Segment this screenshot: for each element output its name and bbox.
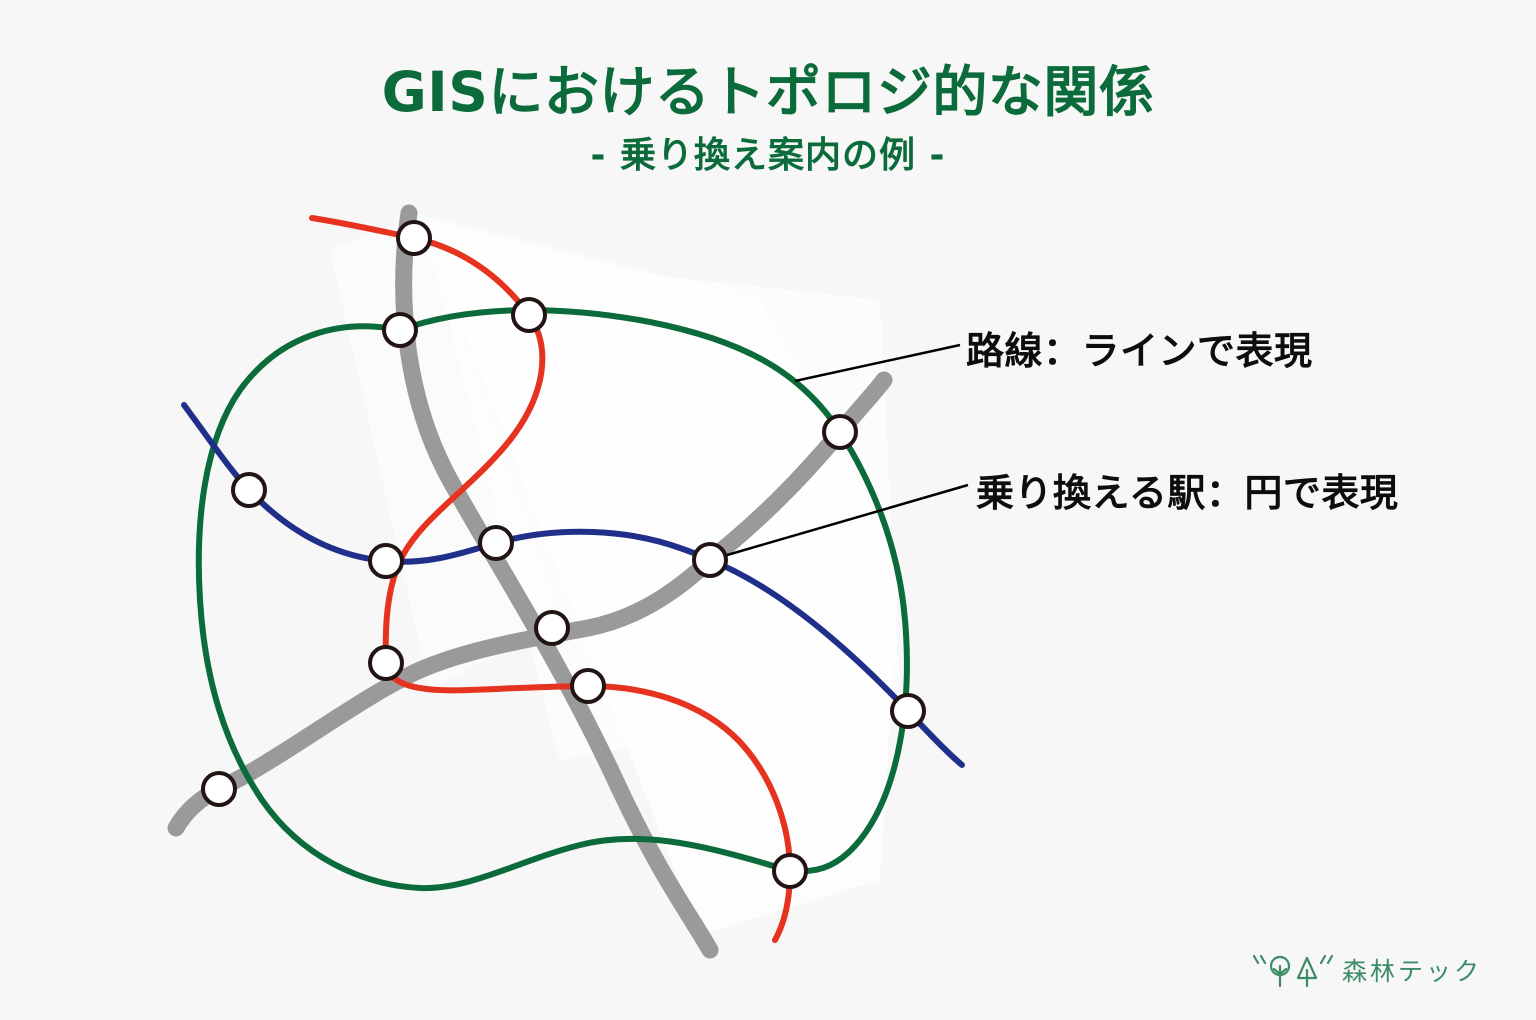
station-node[interactable] [382,312,418,348]
station-node[interactable] [890,693,926,729]
brand-logo: 森林テック [1250,950,1482,990]
station-node[interactable] [511,297,547,333]
station-node[interactable] [822,414,858,450]
station-node[interactable] [368,543,404,579]
annotation-label-route: 路線：ラインで表現 [966,329,1313,373]
blue-route-line [181,402,965,768]
station-node[interactable] [692,542,728,578]
annotation-label-station: 乗り換える駅：円で表現 [976,471,1399,515]
leader-line-node [709,483,969,562]
annotation-leader-lines [709,343,969,562]
two-trees-icon [1252,954,1334,988]
station-node[interactable] [396,220,432,256]
station-node[interactable] [231,472,267,508]
leader-line-route [794,343,961,383]
brand-name: 森林テック [1341,957,1482,986]
station-node[interactable] [772,853,808,889]
station-nodes-layer [201,220,926,889]
station-node[interactable] [534,610,570,646]
station-node[interactable] [570,668,606,704]
green-route-line [195,307,910,892]
station-node[interactable] [478,525,514,561]
station-node[interactable] [368,645,404,681]
station-node[interactable] [201,771,237,807]
